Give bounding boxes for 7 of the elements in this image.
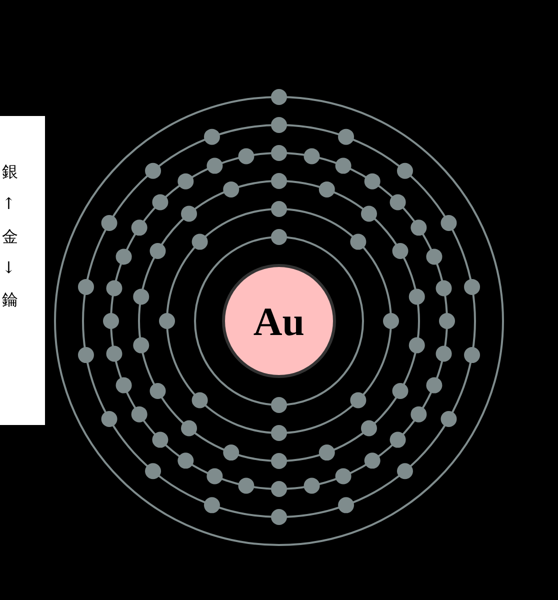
element-label: ↑ xyxy=(2,195,16,213)
element-symbol: Au xyxy=(253,298,305,344)
element-label: 銀 xyxy=(2,163,18,181)
element-label: 金 xyxy=(2,228,18,246)
element-label: ↓ xyxy=(2,259,16,277)
side-panel xyxy=(0,116,45,425)
element-label: 錀 xyxy=(2,291,18,309)
